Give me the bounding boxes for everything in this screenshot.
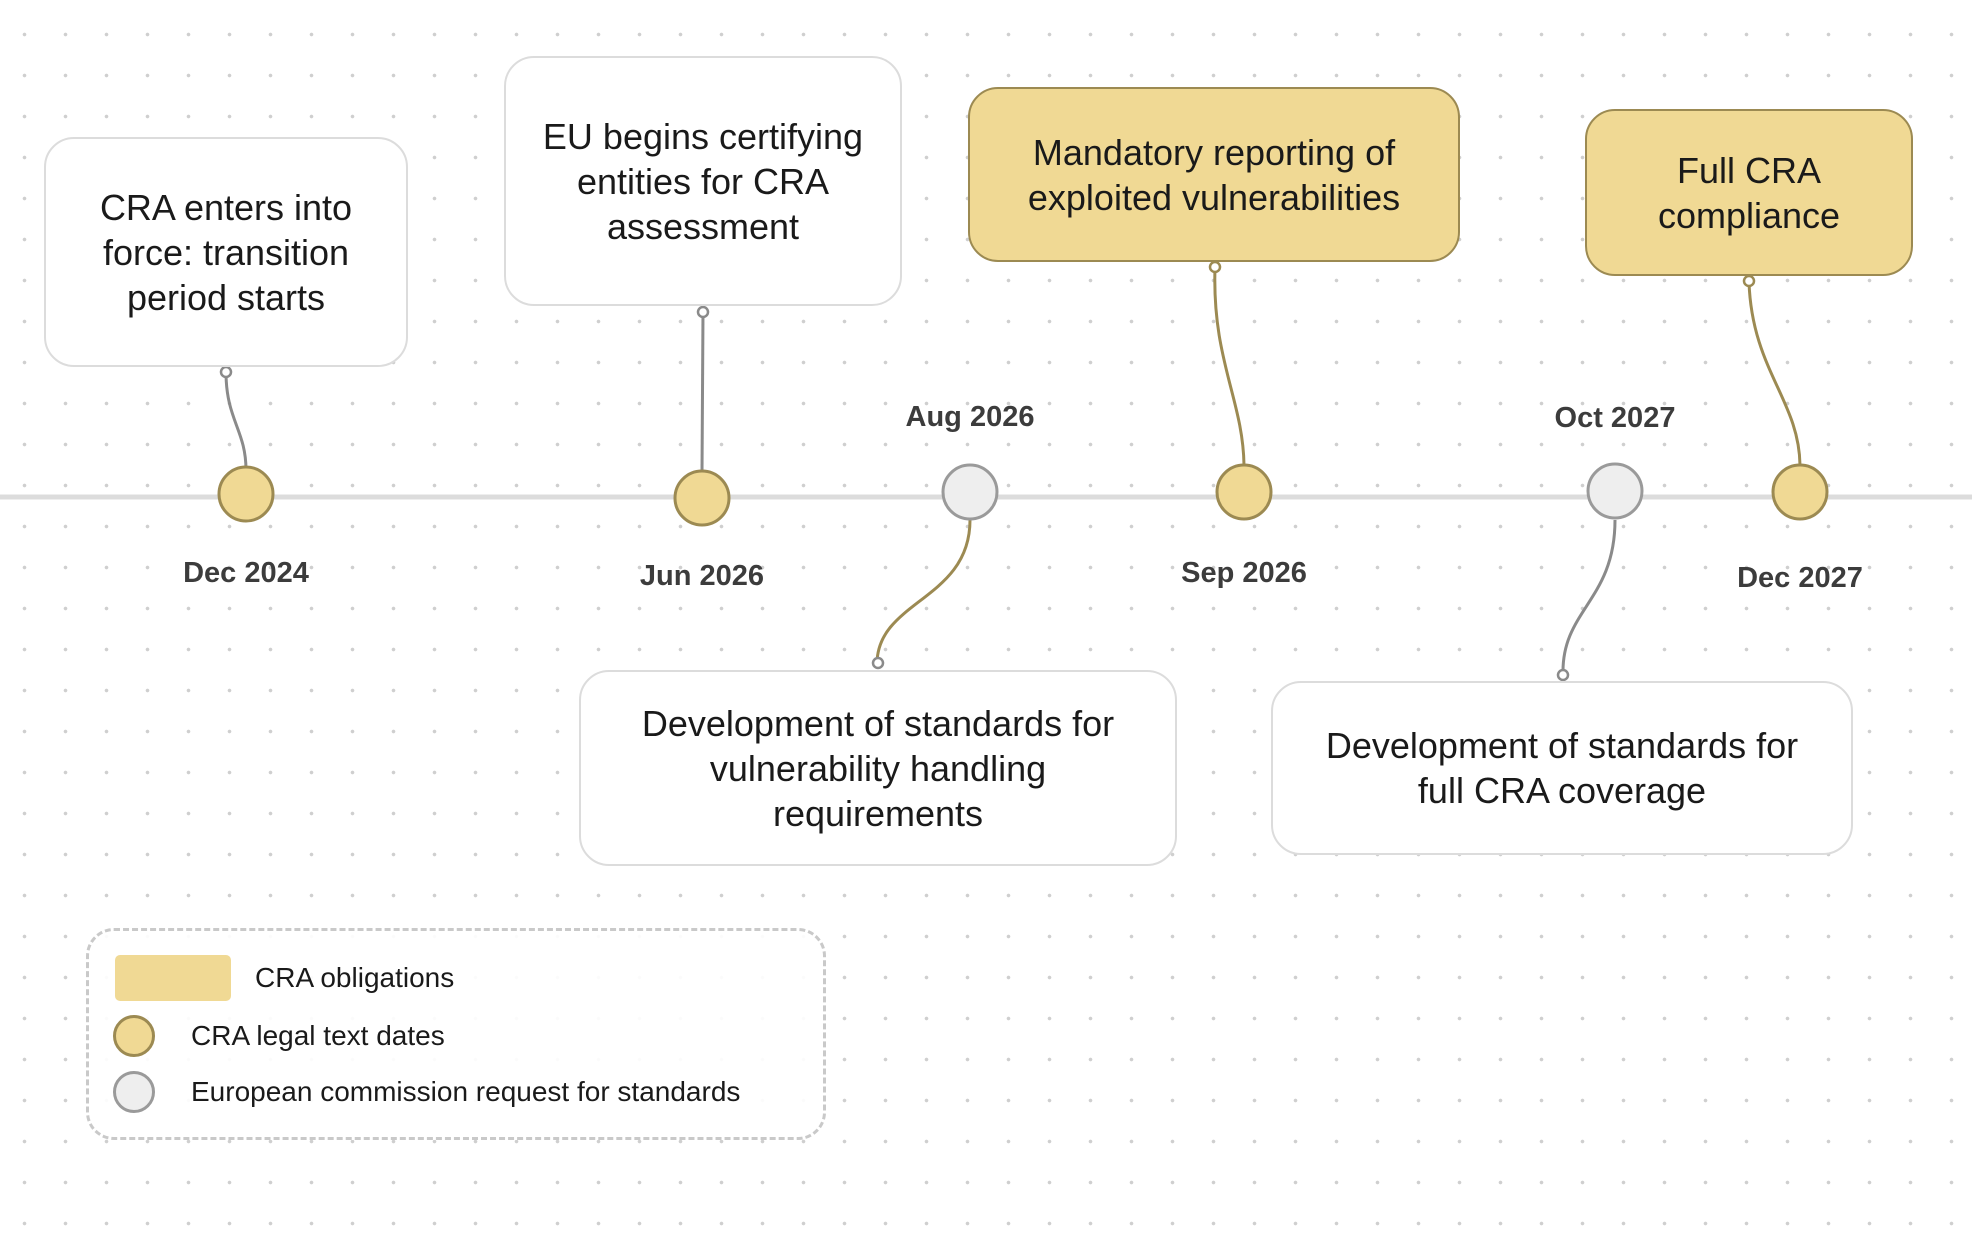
legend-label-obligations: CRA obligations bbox=[255, 962, 455, 993]
connectors bbox=[224, 267, 1802, 674]
legend: CRA obligations CRA legal text dates Eur… bbox=[86, 928, 826, 1140]
event-text-sep-2026: Mandatory reporting of exploited vulnera… bbox=[1027, 131, 1401, 218]
connector-aug-2026 bbox=[875, 519, 972, 664]
event-text-jun-2026: EU begins certifying entities for CRA as… bbox=[542, 115, 864, 247]
event-text-oct-2027: Development of standards for full CRA co… bbox=[1325, 725, 1799, 811]
legend-swatch-commission bbox=[113, 1071, 155, 1113]
milestone-oct-2027 bbox=[1586, 462, 1644, 520]
connector-dec-2024 bbox=[224, 371, 248, 471]
connector-oct-2027 bbox=[1561, 519, 1617, 674]
event-box-jun-2026: EU begins certifying entities for CRA as… bbox=[504, 56, 902, 306]
connector-dot-dec-2027 bbox=[1742, 274, 1756, 288]
milestone-aug-2026 bbox=[941, 463, 999, 521]
connector-dot-aug-2026 bbox=[871, 656, 885, 670]
connector-dot-jun-2026 bbox=[696, 305, 710, 319]
connector-dot-oct-2027 bbox=[1556, 668, 1570, 682]
date-label-oct-2027: Oct 2027 bbox=[1554, 402, 1676, 434]
milestone-jun-2026 bbox=[673, 469, 731, 527]
event-box-aug-2026: Development of standards for vulnerabili… bbox=[579, 670, 1177, 866]
milestone-dec-2024 bbox=[217, 465, 275, 523]
legend-label-legal-dates: CRA legal text dates bbox=[191, 1020, 445, 1051]
legend-swatch-obligations bbox=[115, 955, 231, 1001]
date-label-aug-2026: Aug 2026 bbox=[905, 401, 1035, 433]
date-label-dec-2027: Dec 2027 bbox=[1737, 562, 1863, 594]
milestones bbox=[217, 462, 1829, 527]
event-box-sep-2026: Mandatory reporting of exploited vulnera… bbox=[968, 87, 1460, 262]
legend-swatch-legal-dates bbox=[113, 1015, 155, 1057]
event-box-dec-2027: Full CRA compliance bbox=[1585, 109, 1913, 276]
connector-dec-2027 bbox=[1747, 281, 1802, 466]
event-text-dec-2024: CRA enters into force: transition period… bbox=[99, 186, 353, 318]
date-label-dec-2024: Dec 2024 bbox=[183, 557, 309, 589]
date-label-sep-2026: Sep 2026 bbox=[1181, 557, 1307, 589]
legend-label-commission: European commission request for standard… bbox=[191, 1076, 741, 1107]
connector-dots bbox=[219, 260, 1756, 682]
event-text-dec-2027: Full CRA compliance bbox=[1657, 149, 1841, 236]
milestone-sep-2026 bbox=[1215, 463, 1273, 521]
connector-sep-2026 bbox=[1213, 267, 1246, 466]
milestone-dec-2027 bbox=[1771, 463, 1829, 521]
connector-jun-2026 bbox=[700, 311, 705, 473]
date-label-jun-2026: Jun 2026 bbox=[639, 560, 765, 592]
event-box-oct-2027: Development of standards for full CRA co… bbox=[1271, 681, 1853, 855]
event-text-aug-2026: Development of standards for vulnerabili… bbox=[641, 702, 1115, 834]
connector-dot-sep-2026 bbox=[1208, 260, 1222, 274]
event-box-dec-2024: CRA enters into force: transition period… bbox=[44, 137, 408, 367]
connector-dot-dec-2024 bbox=[219, 365, 233, 379]
